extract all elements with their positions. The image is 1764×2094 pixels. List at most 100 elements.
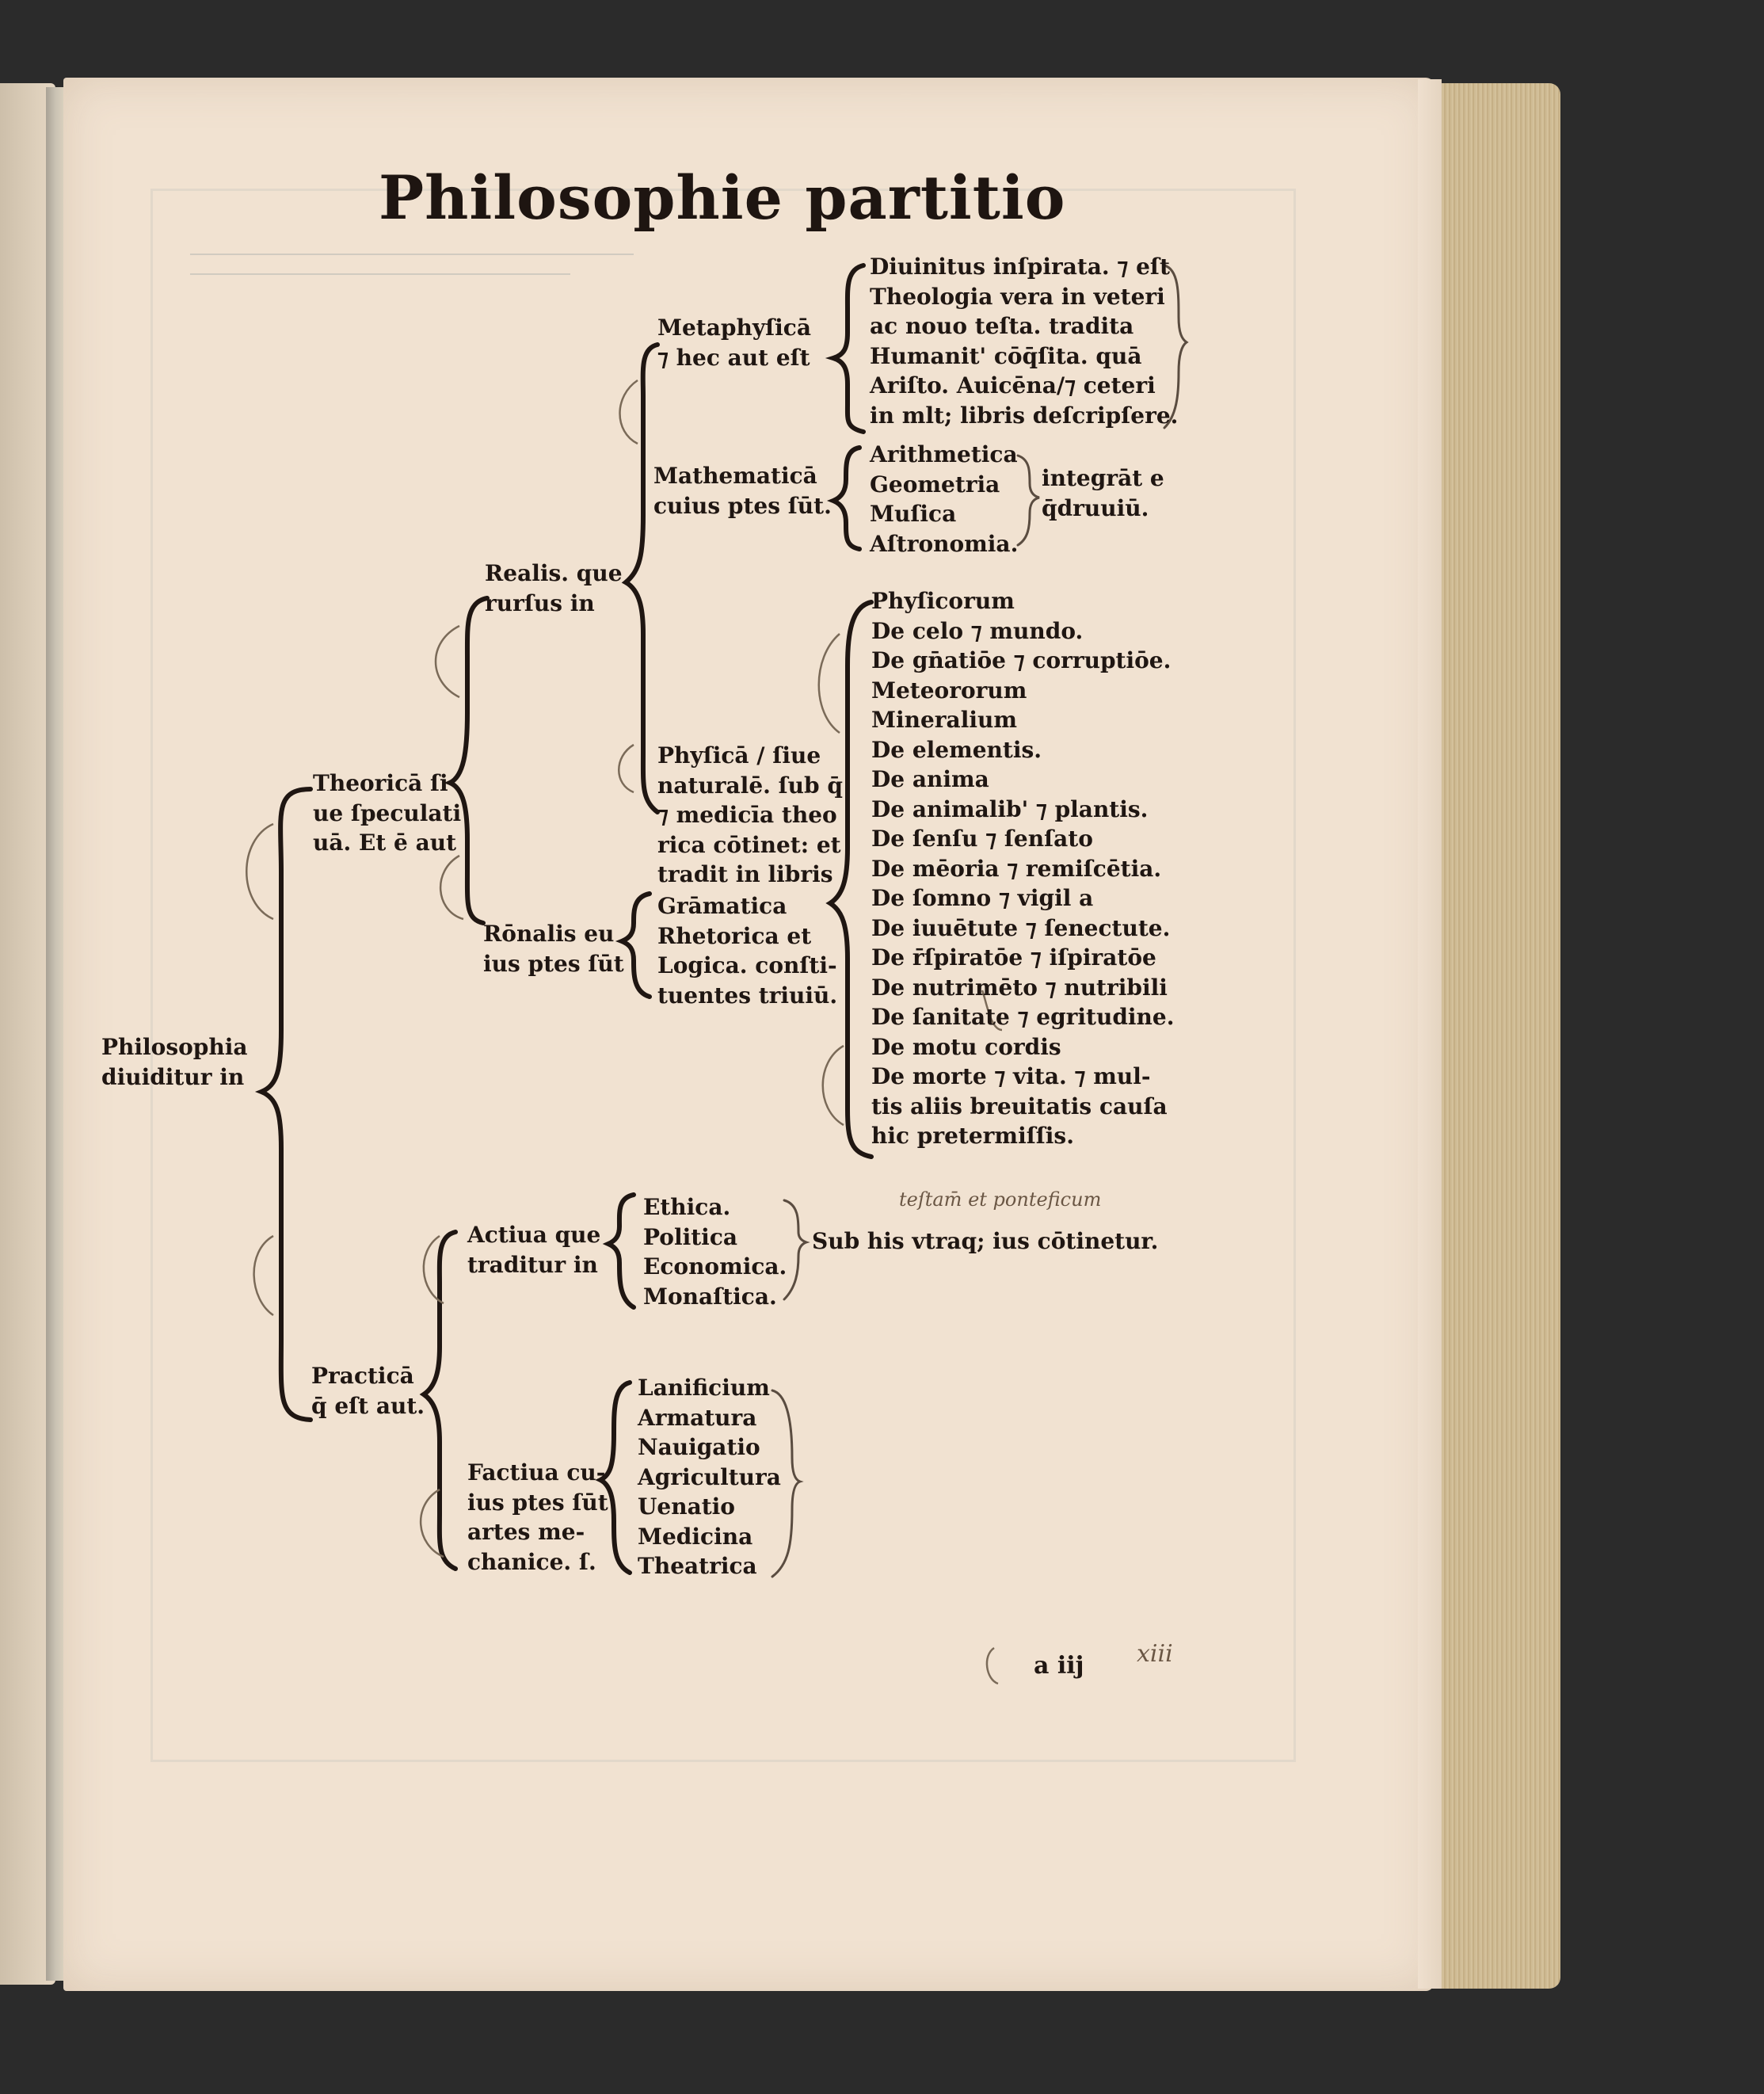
factiva-parts: Lanificium Armatura Nauigatio Agricultur…: [638, 1373, 781, 1581]
mathematica-part: Geometria: [870, 471, 1000, 498]
realis-label: Realis. que rurſus in: [485, 559, 623, 618]
trivium-item: Grāmatica: [657, 893, 787, 919]
activa-parts: Ethica. Politica Economica. Monaſtica.: [643, 1192, 787, 1311]
physica-line: Phyſicā / ſiue: [657, 742, 821, 769]
metaphysica-line: ⁊ hec aut eſt: [657, 344, 810, 371]
mathematica-parts: Arithmetica Geometria Muſica Aſtronomia.: [870, 440, 1018, 559]
physica-book: De ſomno ⁊ vigil a: [871, 885, 1094, 911]
metaphysica-part: Ariſto. Auicēna/⁊ ceteri: [870, 372, 1156, 399]
physica-line: tradit in libris: [657, 861, 833, 887]
factiva-part: Nauigatio: [638, 1434, 760, 1460]
physica-book: De celo ⁊ mundo.: [871, 617, 1084, 644]
physica-book: De ſanitate ⁊ egritudine.: [871, 1004, 1175, 1030]
physica-book: tis aliis breuitatis cauſa: [871, 1093, 1168, 1119]
metaphysica-part: Diuinitus inſpirata. ⁊ eſt: [870, 254, 1170, 280]
quadrivium-line: q̄druuiū.: [1042, 494, 1149, 521]
factiva-line: chanice. ſ.: [467, 1548, 596, 1575]
physica-line: rica cōtinet: et: [657, 831, 841, 858]
metaphysica-label: Metaphyſicā ⁊ hec aut eſt: [657, 313, 811, 372]
root-line: Philosophia: [101, 1034, 248, 1060]
physica-book: De elementis.: [871, 736, 1042, 763]
root-label: Philosophia diuiditur in: [101, 1032, 248, 1092]
physica-book: Mineralium: [871, 707, 1017, 733]
activa-label: Actiua que traditur in: [467, 1220, 600, 1280]
physica-book: De motu cordis: [871, 1033, 1061, 1060]
factiva-line: ius ptes ſūt: [467, 1489, 608, 1516]
activa-part: Politica: [643, 1223, 738, 1250]
mathematica-line: cuius ptes ſūt.: [653, 492, 832, 519]
factiva-part: Lanificium: [638, 1375, 770, 1401]
activa-line: traditur in: [467, 1251, 598, 1278]
rationalis-line: Rōnalis eu: [483, 921, 615, 947]
physica-book: De nutrimēto ⁊ nutribili: [871, 974, 1168, 1001]
trivium-list: Grāmatica Rhetorica et Logica. conſti- t…: [657, 891, 837, 1010]
theorica-line: ue ſpeculati: [313, 799, 462, 826]
quadrivium-line: integrāt e: [1042, 465, 1164, 491]
physica-book: De animalib' ⁊ plantis.: [871, 795, 1149, 822]
factiva-part: Medicina: [638, 1523, 753, 1550]
realis-line: rurſus in: [485, 589, 595, 616]
physica-book: hic pretermiſſis.: [871, 1123, 1074, 1149]
activa-part: Monaſtica.: [643, 1283, 777, 1310]
factiva-label: Factiua cu- ius ptes ſūt artes me- chani…: [467, 1458, 608, 1577]
show-through-line: [190, 273, 570, 275]
metaphysica-part: in mlt; libris deſcripſere.: [870, 402, 1179, 429]
metaphysica-part: ac nouo teſta. tradita: [870, 313, 1134, 339]
physica-book: De anima: [871, 766, 989, 792]
mathematica-label: Mathematicā cuius ptes ſūt.: [653, 461, 832, 521]
physica-book: De ſenſu ⁊ ſenſato: [871, 826, 1093, 852]
factiva-part: Agricultura: [638, 1463, 781, 1490]
root-line: diuiditur in: [101, 1063, 245, 1090]
physica-book: De iuuētute ⁊ ſenectute.: [871, 914, 1171, 941]
physica-book: Meteororum: [871, 677, 1027, 704]
metaphysica-parts: Diuinitus inſpirata. ⁊ eſt Theologia ver…: [870, 252, 1178, 430]
mathematica-part: Aſtronomia.: [870, 530, 1019, 557]
page-curl: [1418, 79, 1442, 1989]
physica-book: De r̄ſpiratōe ⁊ iſpiratōe: [871, 944, 1156, 971]
trivium-item: Rhetorica et: [657, 922, 812, 949]
theorica-line: Theoricā ſi: [313, 770, 448, 796]
factiva-part: Theatrica: [638, 1553, 757, 1579]
quadrivium-label: integrāt e q̄druuiū.: [1042, 463, 1164, 523]
mathematica-line: Mathematicā: [653, 463, 817, 489]
right-page: [63, 78, 1434, 1991]
show-through-line: [190, 254, 634, 255]
physica-books: Phyſicorum De celo ⁊ mundo. De gn̄atiōe …: [871, 586, 1174, 1151]
sub-his-note: Sub his vtraq; ius cōtinetur.: [812, 1228, 1159, 1254]
book-gutter: [46, 87, 65, 1981]
handwritten-folio: xiii: [1137, 1640, 1173, 1668]
physica-book: Phyſicorum: [871, 588, 1015, 614]
rationalis-line: ius ptes ſūt: [483, 950, 624, 977]
practica-line: q̄ eſt aut.: [311, 1392, 425, 1419]
signature-mark: a iij: [1034, 1652, 1084, 1680]
activa-part: Economica.: [643, 1253, 787, 1280]
physica-book: De morte ⁊ vita. ⁊ mul-: [871, 1063, 1151, 1089]
theorica-line: uā. Et ē aut: [313, 830, 457, 856]
practica-label: Practicā q̄ eſt aut.: [311, 1361, 425, 1421]
physica-label: Phyſicā / ſiue naturalē. ſub q̄ ⁊ medicī…: [657, 741, 843, 890]
handwritten-note: teſtam̄ et ponteficum: [899, 1188, 1102, 1211]
factiva-line: artes me-: [467, 1519, 585, 1545]
mathematica-part: Arithmetica: [870, 441, 1018, 467]
page-title: Philosophie partitio: [379, 162, 1066, 233]
trivium-item: Logica. conſti-: [657, 952, 837, 978]
theorica-label: Theoricā ſi ue ſpeculati uā. Et ē aut: [313, 769, 461, 858]
physica-line: ⁊ medicīa theo: [657, 802, 837, 828]
physica-line: naturalē. ſub q̄: [657, 772, 843, 799]
mathematica-part: Muſica: [870, 501, 957, 527]
factiva-part: Armatura: [638, 1404, 757, 1431]
physica-book: De gn̄atiōe ⁊ corruptiōe.: [871, 647, 1172, 673]
rationalis-label: Rōnalis eu ius ptes ſūt: [483, 919, 624, 978]
metaphysica-part: Theologia vera in veteri: [870, 283, 1165, 310]
show-through-frame: [150, 189, 1296, 1762]
practica-line: Practicā: [311, 1363, 414, 1389]
realis-line: Realis. que: [485, 560, 623, 586]
activa-part: Ethica.: [643, 1194, 731, 1220]
activa-line: Actiua que: [467, 1222, 601, 1248]
trivium-item: tuentes triuiū.: [657, 982, 838, 1009]
factiva-line: Factiua cu-: [467, 1459, 606, 1486]
physica-book: De mēoria ⁊ remiſcētia.: [871, 855, 1162, 882]
factiva-part: Uenatio: [638, 1493, 735, 1520]
